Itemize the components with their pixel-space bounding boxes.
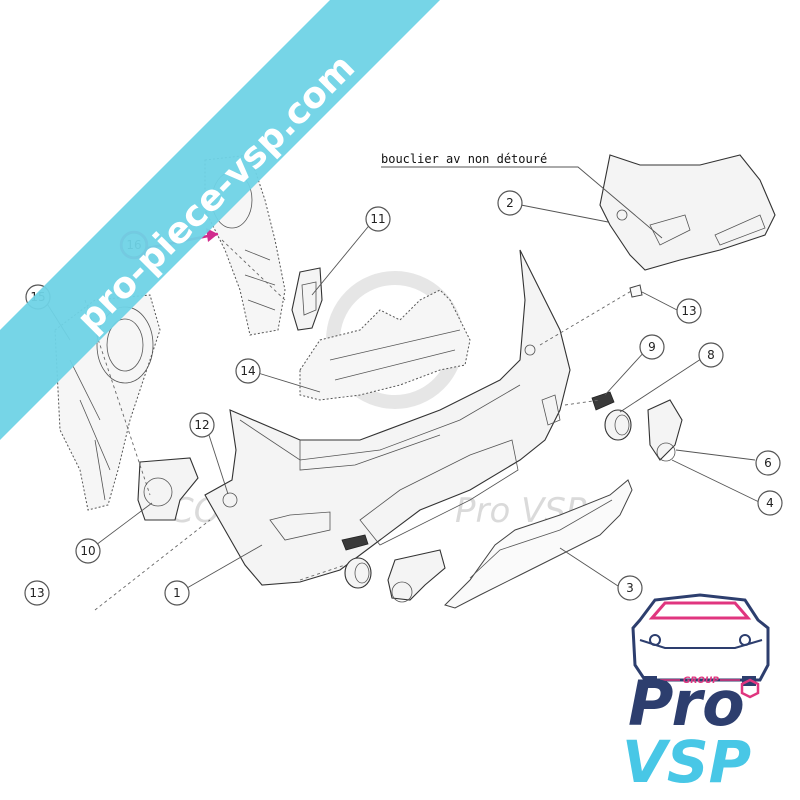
logo-vsp: VSP [622, 728, 751, 796]
callout-9: 9 [639, 334, 665, 360]
car-logo-icon [631, 593, 770, 686]
annotation-label: bouclier av non détouré [381, 152, 547, 166]
callout-2: 2 [497, 190, 523, 216]
lower-fog-lamp-assembly [341, 534, 446, 603]
svg-text:6: 6 [764, 456, 772, 470]
hex-bolt-icon [740, 678, 760, 699]
part-8-fog-lamp [604, 409, 632, 441]
svg-text:10: 10 [80, 544, 95, 558]
part-2-front-bumper [599, 154, 776, 271]
callout-14: 14 [235, 358, 261, 384]
svg-text:13: 13 [681, 304, 696, 318]
logo-group: GROUP [683, 676, 719, 686]
svg-text:3: 3 [626, 581, 634, 595]
svg-text:12: 12 [194, 418, 209, 432]
part-4-fog-lamp-cover [647, 399, 683, 462]
callout-12: 12 [189, 412, 215, 438]
part-9-reflector [591, 391, 615, 411]
part-13-clip [629, 284, 643, 298]
svg-text:11: 11 [370, 212, 385, 226]
callout-6: 6 [755, 450, 781, 476]
callout-11: 11 [365, 206, 391, 232]
callout-13-left: 13 [24, 580, 50, 606]
part-1-bumper-shell [204, 249, 571, 586]
callout-4: 4 [757, 490, 783, 516]
part-14-reinforcement [299, 289, 471, 401]
logo-pro: Pro [628, 667, 745, 740]
part-3-diffuser [444, 479, 633, 609]
svg-text:14: 14 [240, 364, 255, 378]
callout-leaders [45, 204, 760, 589]
part-10-reflector-frame [137, 457, 199, 521]
callout-1: 1 [164, 580, 190, 606]
callout-8: 8 [698, 342, 724, 368]
svg-text:4: 4 [766, 496, 774, 510]
svg-text:13: 13 [29, 586, 44, 600]
svg-text:9: 9 [648, 340, 656, 354]
svg-text:8: 8 [707, 348, 715, 362]
svg-text:1: 1 [173, 586, 181, 600]
provsp-logo: GROUP Pro VSP [622, 593, 770, 796]
part-11-reflector-frame [291, 267, 323, 331]
svg-text:2: 2 [506, 196, 514, 210]
callout-10: 10 [75, 538, 101, 564]
callout-3: 3 [617, 575, 643, 601]
callout-13-right: 13 [676, 298, 702, 324]
